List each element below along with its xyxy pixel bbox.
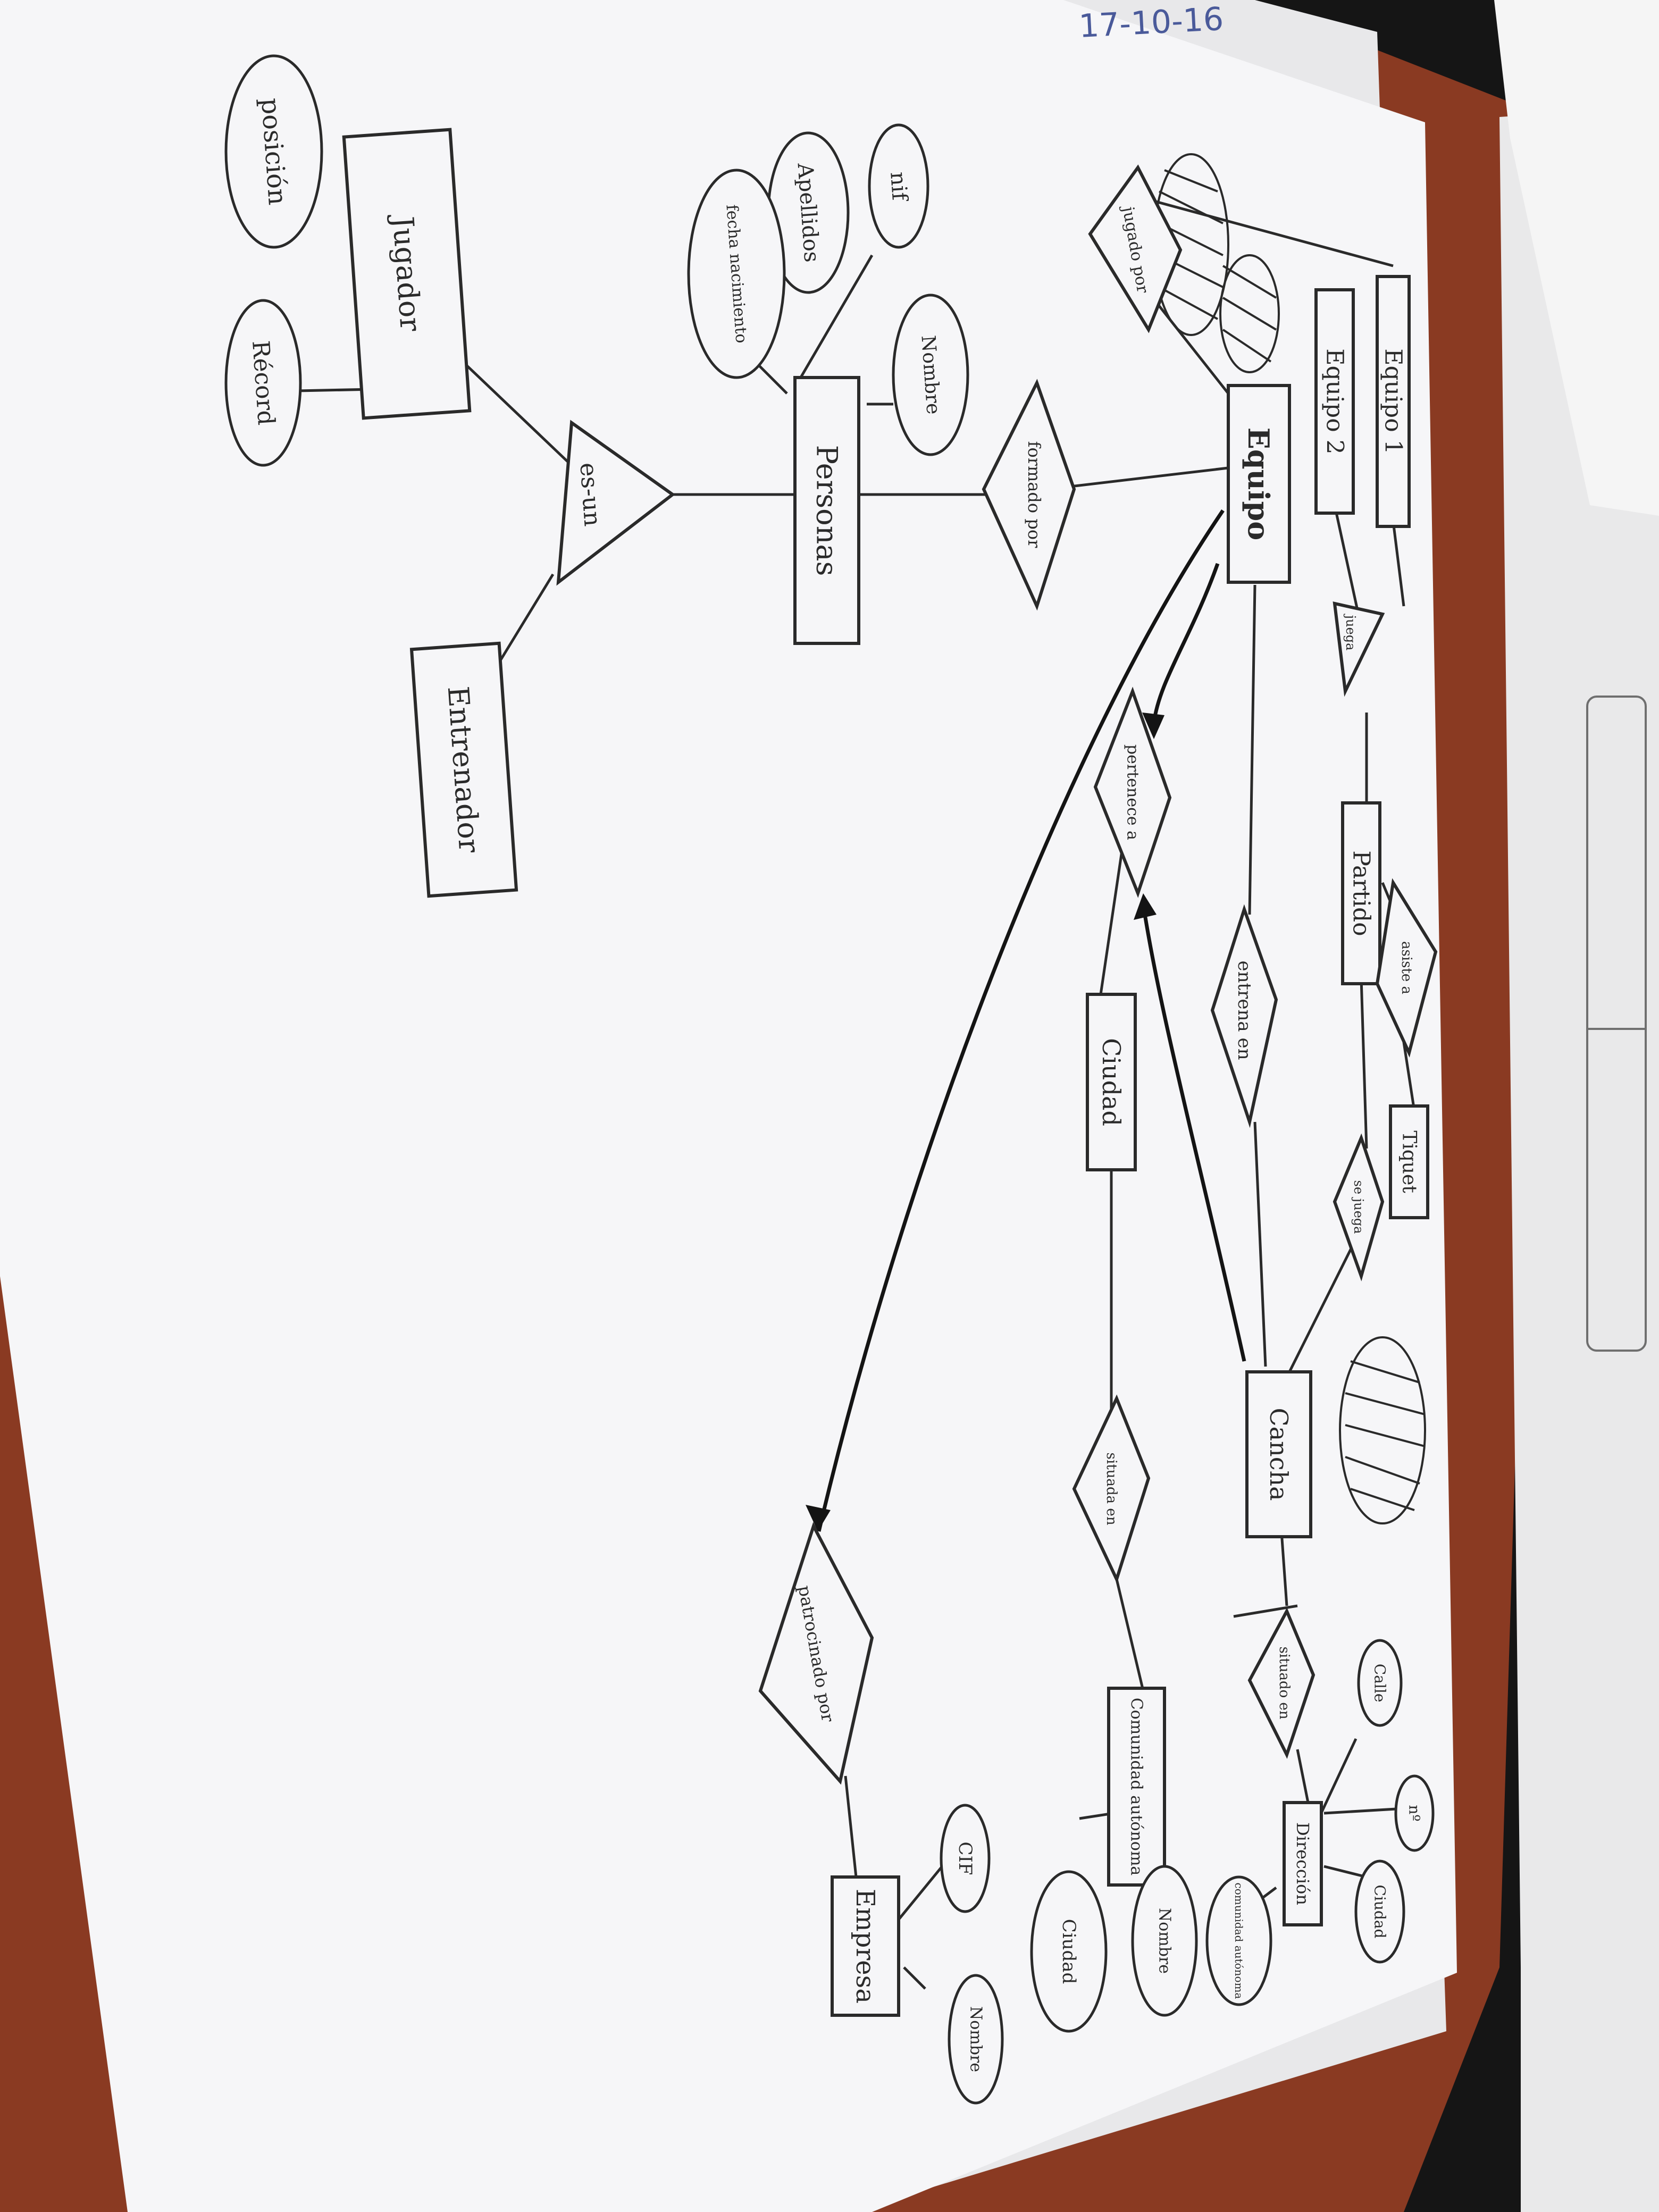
attr-nif: nif: [885, 171, 912, 203]
rel-situado-en: situado en: [1276, 1646, 1292, 1719]
entity-equipo1: Equipo 1: [1380, 348, 1407, 454]
arrow-curves: [817, 509, 1246, 1532]
entity-direccion: Dirección: [1293, 1822, 1313, 1905]
scribbled-attributes: [1153, 153, 1426, 1524]
rel-formado-por: formado por: [1024, 441, 1044, 549]
entity-tiquet: Tiquet: [1398, 1130, 1420, 1193]
attr-ciudad-ca: Ciudad: [1058, 1919, 1079, 1984]
attr-ciudad: Ciudad: [1371, 1885, 1389, 1939]
rel-situada-en: situada en: [1103, 1453, 1119, 1526]
entity-labels: Jugador Entrenador Personas Equipo Equip…: [386, 213, 1420, 2004]
outline-panel: [1586, 696, 1647, 1352]
attr-calle: Calle: [1371, 1664, 1389, 1703]
paper-sheet: [0, 0, 1457, 2212]
arrow-heads: [806, 713, 1164, 1531]
entity-empresa: Empresa: [850, 1889, 880, 2004]
corner-card: [1494, 0, 1659, 516]
entities: [342, 128, 1429, 2017]
attr-numero: nº: [1406, 1805, 1423, 1821]
entity-equipo2: Equipo 2: [1321, 348, 1348, 454]
entity-personas: Personas: [810, 445, 844, 576]
attr-cif: CIF: [954, 1841, 976, 1875]
entity-partido: Partido: [1348, 850, 1375, 936]
rel-es-un: es-un: [574, 462, 606, 527]
attributes: [224, 54, 1435, 2105]
entity-jugador: Jugador: [386, 213, 428, 332]
attr-comunidad-autonoma: comunidad autónoma: [1233, 1883, 1245, 1999]
entity-equipo: Equipo: [1242, 428, 1276, 540]
rel-juega: juega: [1343, 614, 1358, 651]
white-box: [1499, 106, 1659, 2212]
rel-entrena-en: entrena en: [1234, 960, 1255, 1060]
attr-nombre-empresa: Nombre: [967, 2006, 985, 2072]
date-note: 17-10-16: [1078, 1, 1225, 45]
rel-asiste-a: asiste a: [1398, 941, 1414, 994]
entity-comunidad-autonoma: Comunidad autónoma: [1127, 1698, 1146, 1876]
entity-ciudad: Ciudad: [1097, 1038, 1126, 1126]
rel-se-juega: se juega: [1351, 1180, 1366, 1234]
relationships: [556, 164, 1438, 1785]
entity-cancha: Cancha: [1264, 1407, 1293, 1501]
attr-record: Récord: [247, 340, 280, 426]
rel-pertenece-a: pertenece a: [1124, 744, 1142, 840]
attr-nombre-ca: Nombre: [1155, 1908, 1174, 1974]
